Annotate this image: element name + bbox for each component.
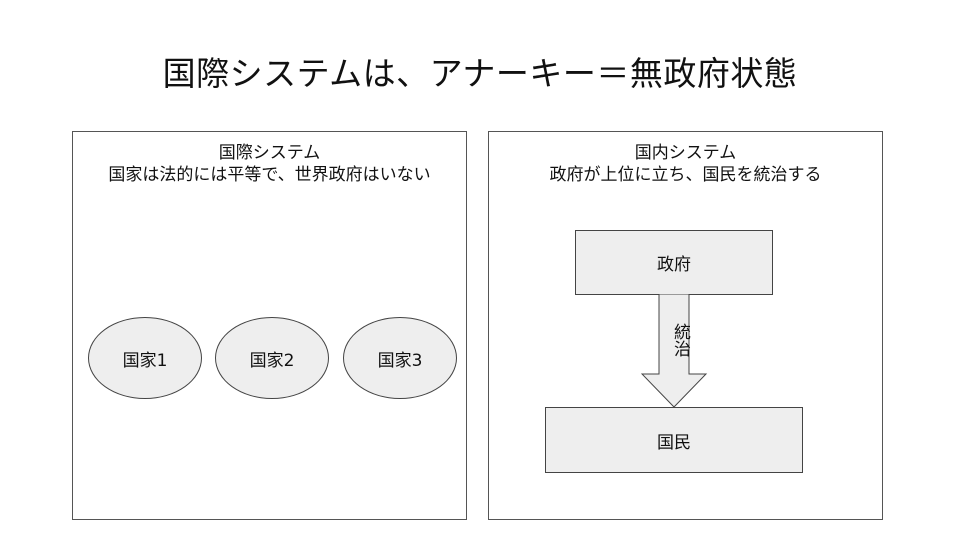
state-node-3: 国家3 <box>343 317 457 399</box>
international-panel-header: 国際システム 国家は法的には平等で、世界政府はいない <box>73 142 466 186</box>
slide-title: 国際システムは、アナーキー＝無政府状態 <box>162 54 798 93</box>
state-node-1: 国家1 <box>88 317 202 399</box>
domestic-system-panel: 国内システム 政府が上位に立ち、国民を統治する 政府 統治 国民 <box>488 131 883 520</box>
domestic-panel-subheading: 政府が上位に立ち、国民を統治する <box>549 165 822 185</box>
domestic-panel-header: 国内システム 政府が上位に立ち、国民を統治する <box>489 142 882 186</box>
state-node-2: 国家2 <box>215 317 329 399</box>
international-system-panel: 国際システム 国家は法的には平等で、世界政府はいない 国家1 国家2 国家3 <box>72 131 467 520</box>
international-panel-heading: 国際システム <box>218 143 321 163</box>
domestic-panel-heading: 国内システム <box>634 143 737 163</box>
governance-arrow-label: 統治 <box>670 323 690 357</box>
international-panel-subheading: 国家は法的には平等で、世界政府はいない <box>108 165 431 185</box>
governance-arrow-icon <box>641 294 708 408</box>
government-box: 政府 <box>575 230 773 295</box>
citizens-box: 国民 <box>545 407 803 473</box>
